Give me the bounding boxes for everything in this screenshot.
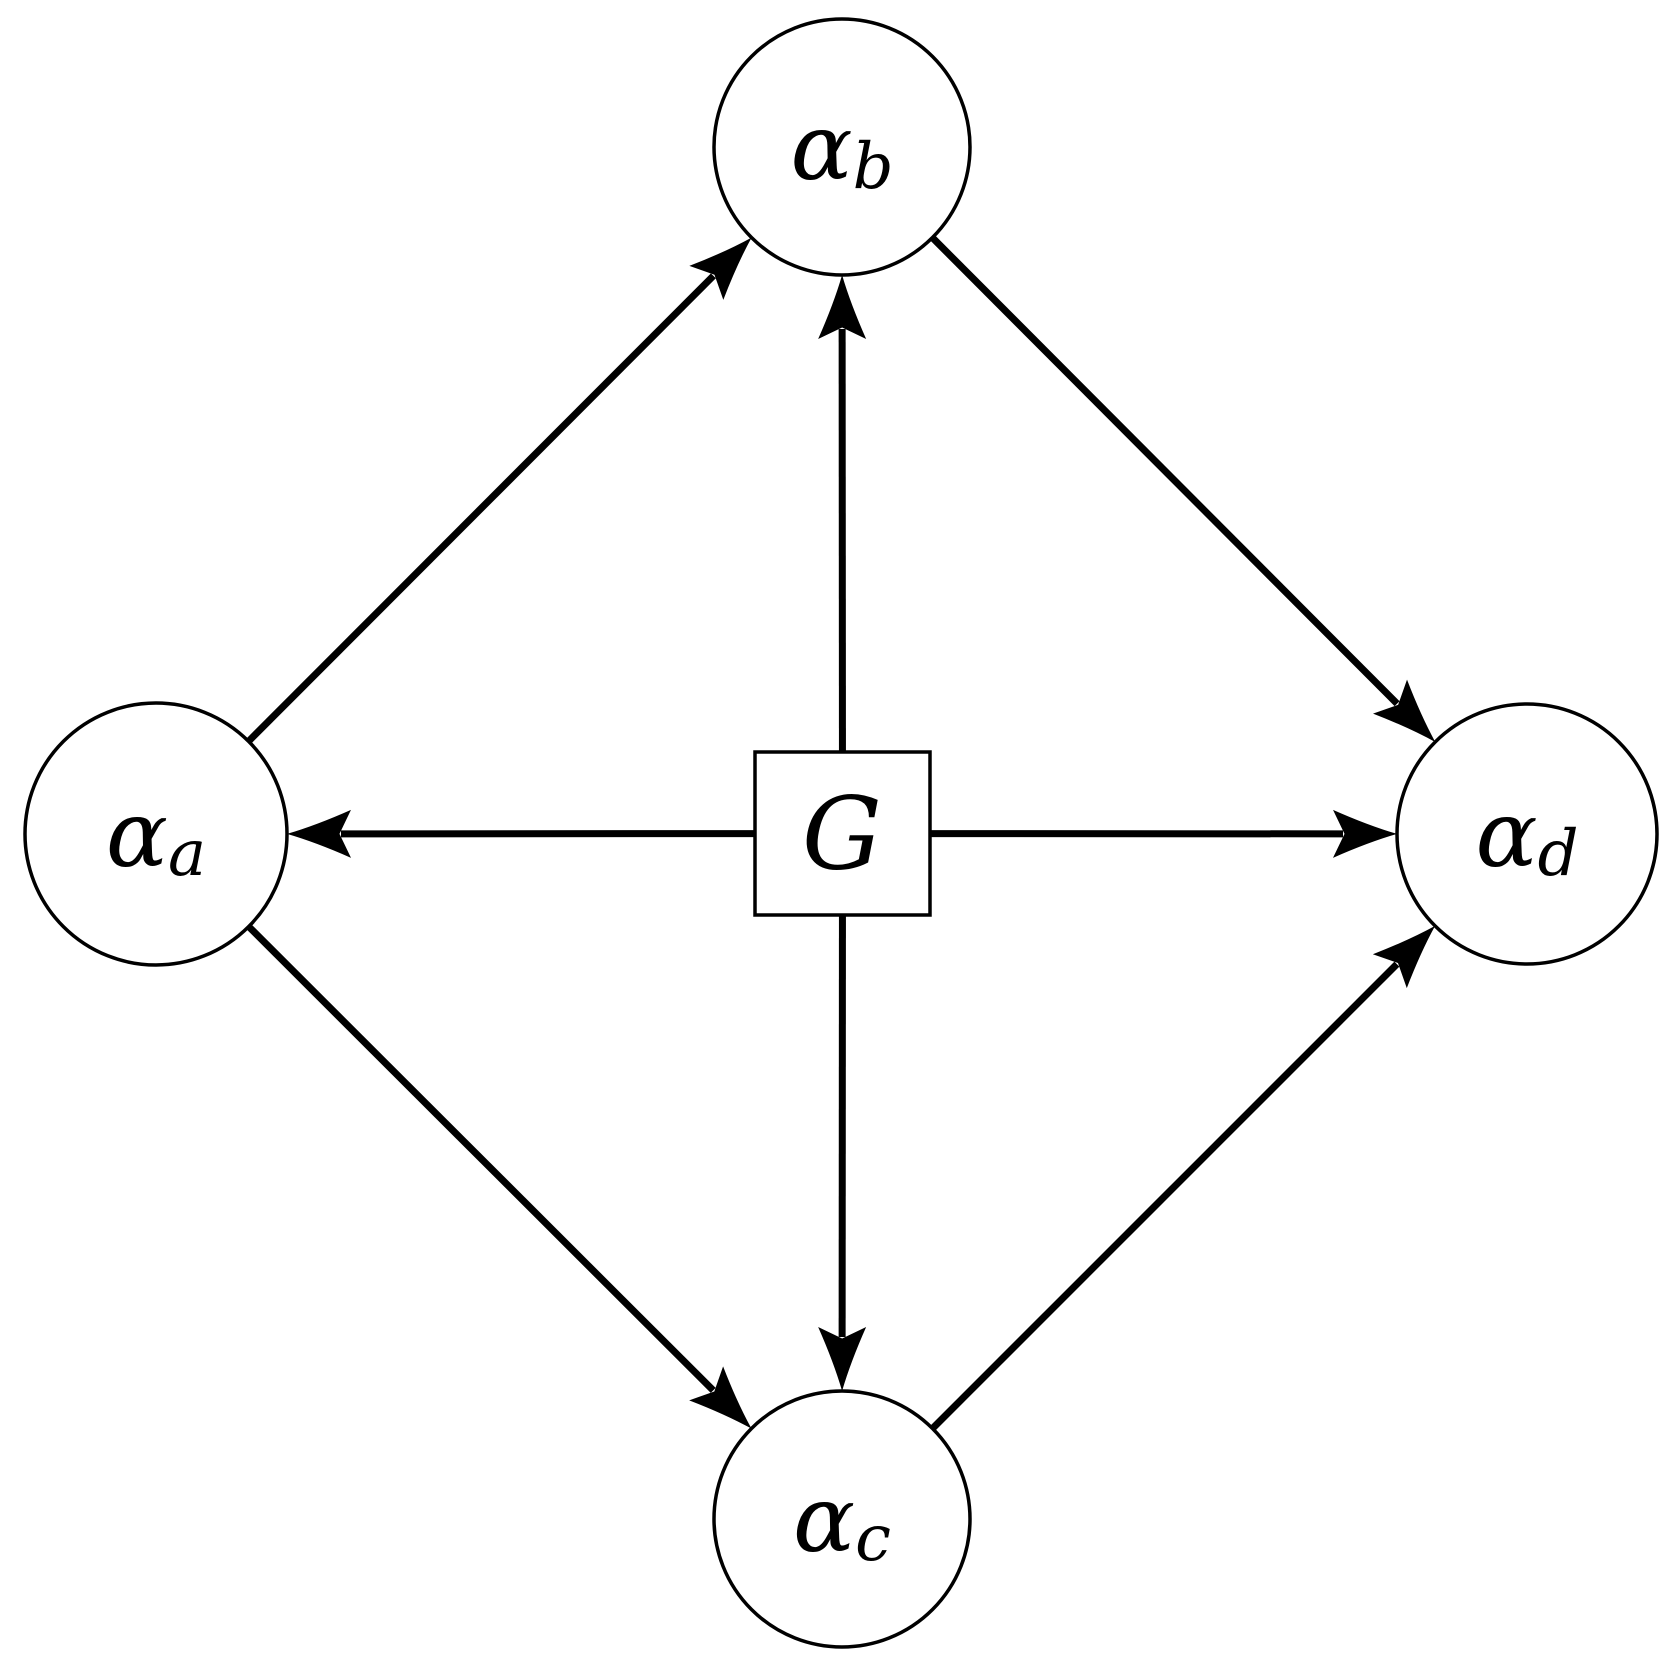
edge-line [929, 235, 1400, 707]
node-alpha-b-subscript: b [853, 130, 894, 204]
node-alpha-a: αa [23, 701, 289, 967]
arrowhead-icon [689, 237, 752, 300]
node-alpha-c-subscript: c [855, 1502, 891, 1576]
center-box-rect [753, 750, 932, 917]
node-alpha-b: αb [712, 17, 972, 277]
center-box: G [753, 750, 932, 917]
node-alpha-a-label: αa [106, 781, 206, 892]
edge-G-to-a [286, 809, 756, 858]
node-alpha-c-label: αc [793, 1466, 891, 1577]
arrowhead-icon [818, 274, 867, 340]
node-alpha-a-symbol: α [106, 781, 168, 888]
arrowhead-icon [689, 1366, 752, 1429]
arrowhead-icon [1372, 925, 1436, 989]
edge-a-to-b [246, 237, 752, 744]
node-alpha-d-label: αd [1475, 781, 1578, 892]
edge-G-to-d [929, 809, 1397, 858]
arrowhead-icon [818, 1326, 867, 1391]
edge-G-to-b [818, 274, 867, 753]
node-alpha-a-subscript: a [168, 817, 206, 891]
edge-line [246, 924, 716, 1393]
node-alpha-d: αd [1395, 702, 1659, 966]
arrowhead-icon [1373, 679, 1436, 742]
edge-line [246, 273, 716, 744]
edge-line [930, 961, 1400, 1431]
node-alpha-b-circle [712, 17, 972, 277]
node-alpha-c-circle [712, 1389, 972, 1649]
node-alpha-c: αc [712, 1389, 972, 1649]
edges-layer [246, 235, 1436, 1431]
center-box-label: G [802, 776, 882, 893]
edge-c-to-d [930, 925, 1436, 1431]
edge-a-to-c [246, 924, 752, 1429]
node-alpha-d-circle [1395, 702, 1659, 966]
node-alpha-a-circle [23, 701, 289, 967]
edge-G-to-c [818, 914, 867, 1391]
node-alpha-c-symbol: α [793, 1466, 855, 1573]
node-alpha-b-label: αb [790, 94, 893, 205]
arrowhead-icon [286, 809, 352, 858]
arrowhead-icon [1332, 809, 1397, 858]
node-alpha-d-subscript: d [1538, 817, 1579, 891]
node-alpha-b-symbol: α [790, 94, 852, 201]
edge-b-to-d [929, 235, 1436, 742]
node-alpha-d-symbol: α [1475, 781, 1537, 888]
